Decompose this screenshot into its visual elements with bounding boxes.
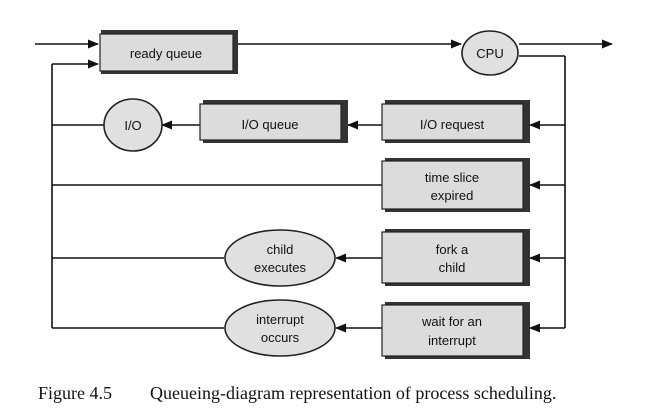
io-queue-label: I/O queue [241, 117, 298, 132]
wait-label-1: wait for an [421, 314, 482, 329]
io-node: I/O [103, 98, 163, 152]
child-executes-node: child executes [224, 229, 336, 287]
cpu-label: CPU [476, 46, 503, 61]
interrupt-label-1: interrupt [256, 312, 304, 327]
connectors [35, 39, 614, 333]
wait-box: wait for an interrupt [381, 302, 530, 359]
fork-label-1: fork a [436, 242, 469, 257]
figure-caption-text: Queueing-diagram representation of proce… [150, 383, 557, 403]
interrupt-node: interrupt occurs [224, 299, 336, 357]
wait-label-2: interrupt [428, 333, 476, 348]
cpu-node: CPU [461, 30, 519, 76]
time-slice-label-1: time slice [425, 170, 479, 185]
ready-queue-label: ready queue [130, 46, 202, 61]
io-queue-box: I/O queue [199, 100, 348, 143]
child-executes-label-1: child [267, 242, 294, 257]
ready-queue-box: ready queue [99, 30, 238, 74]
io-label: I/O [124, 118, 141, 133]
io-request-label: I/O request [420, 117, 485, 132]
figure-caption: Figure 4.5 Queueing-diagram representatio… [38, 383, 556, 404]
child-executes-label-2: executes [254, 260, 307, 275]
fork-label-2: child [439, 260, 466, 275]
time-slice-label-2: expired [431, 188, 474, 203]
interrupt-label-2: occurs [261, 330, 300, 345]
time-slice-box: time slice expired [381, 158, 530, 212]
figure-number: Figure 4.5 [38, 383, 112, 403]
fork-box: fork a child [381, 229, 530, 286]
io-request-box: I/O request [381, 100, 530, 143]
